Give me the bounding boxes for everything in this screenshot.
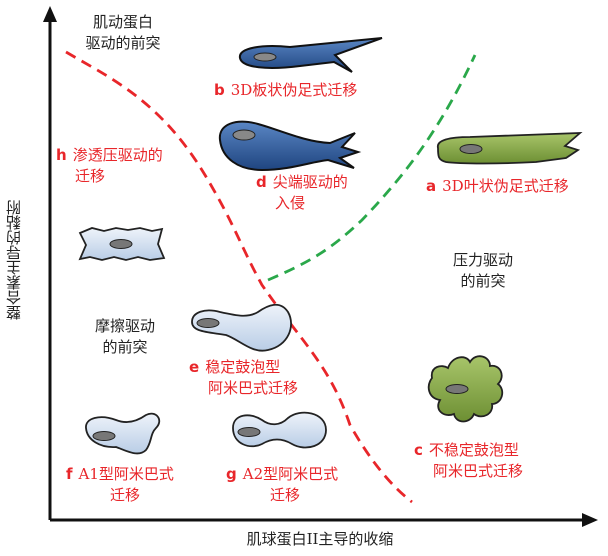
nucleus-icon (459, 144, 483, 154)
region-label-actin-driven: 肌动蛋白 驱动的前突 (85, 13, 161, 52)
arrow-up-icon (43, 6, 57, 22)
cell-d-tip-driven (218, 120, 362, 172)
x-axis-label: 肌球蛋白II主导的收缩 (246, 530, 394, 548)
nucleus-icon (196, 318, 220, 328)
y-axis-label: 整合素主导的黏附 (5, 200, 23, 320)
cell-g-a2-amoeboid (232, 411, 327, 449)
region-label-pressure-driven: 压力驱动 的前突 (452, 251, 513, 290)
cell-b-lamellipodial (239, 37, 383, 73)
region-label-friction-driven: 摩擦驱动 的前突 (94, 317, 155, 356)
nucleus-icon (253, 52, 277, 62)
cell-h-osmotic (78, 227, 166, 261)
green-dashed-boundary (267, 54, 477, 282)
red-dashed-boundary (65, 50, 413, 504)
nucleus-icon (92, 431, 116, 441)
cell-c-unstable-bleb (427, 355, 504, 423)
nucleus-icon (232, 129, 256, 141)
nucleus-icon (445, 384, 469, 394)
axes (43, 6, 598, 527)
nucleus-icon (237, 427, 261, 437)
nucleus-icon (109, 239, 133, 249)
cell-a-lobopodial (437, 132, 583, 165)
cell-e-stable-bleb (191, 303, 292, 352)
cell-f-a1-amoeboid (85, 412, 161, 455)
arrow-right-icon (582, 513, 598, 527)
